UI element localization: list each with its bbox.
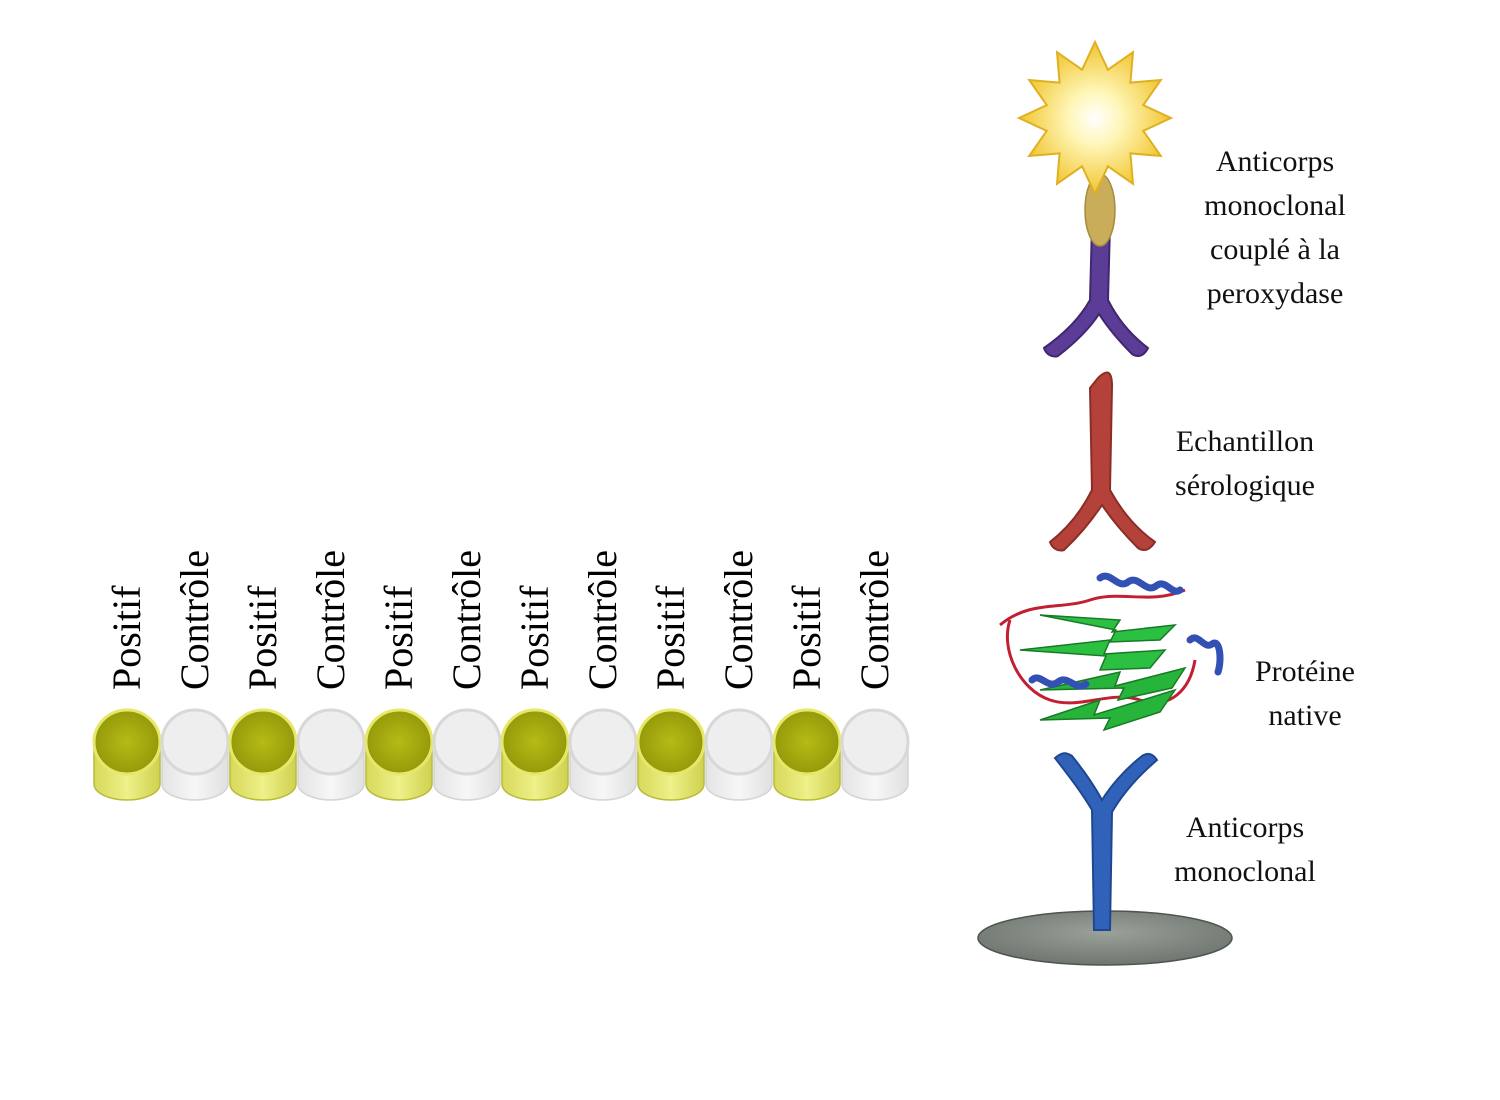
control-well xyxy=(840,708,910,801)
native-protein xyxy=(999,572,1224,732)
capture-antibody-label: Anticorps monoclonal xyxy=(1174,811,1316,888)
positive-well xyxy=(636,708,706,801)
control-well xyxy=(296,708,366,801)
conjugate-antibody xyxy=(1042,224,1150,358)
capture-antibody xyxy=(1053,752,1159,931)
control-well xyxy=(568,708,638,801)
positive-well xyxy=(364,708,434,801)
peroxidase-star-icon xyxy=(1016,39,1174,197)
positive-well xyxy=(500,708,570,801)
positive-well xyxy=(772,708,842,801)
elisa-well-strip xyxy=(92,708,910,801)
control-well xyxy=(432,708,502,801)
native-protein-label: Protéine native xyxy=(1255,655,1355,732)
positive-well xyxy=(92,708,162,801)
sample-antibody xyxy=(1048,371,1157,552)
sample-label: Echantillon sérologique xyxy=(1175,425,1315,502)
conjugate-antibody-label: Anticorps monoclonal couplé à la peroxyd… xyxy=(1204,145,1346,310)
positive-well xyxy=(228,708,298,801)
control-well xyxy=(704,708,774,801)
control-well xyxy=(160,708,230,801)
